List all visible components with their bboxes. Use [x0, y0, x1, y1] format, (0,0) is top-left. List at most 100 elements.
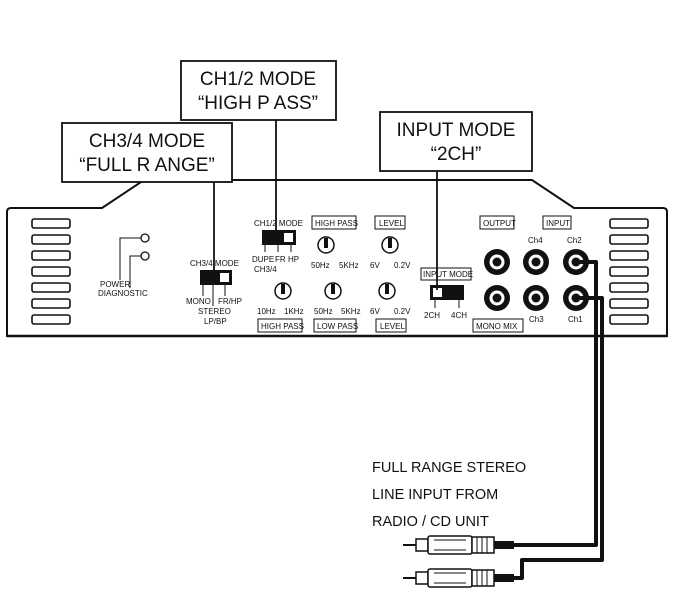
ch34-mono-label: MONO [186, 297, 211, 306]
plug-grip [471, 536, 495, 554]
source-description: FULL RANGE STEREO LINE INPUT FROM RADIO … [372, 460, 526, 530]
plug-collar [415, 571, 429, 585]
input-mode-2ch-label: 2CH [424, 311, 440, 320]
ch34-mode-slider[interactable] [220, 273, 229, 282]
input-mode-slider[interactable] [433, 288, 442, 297]
fin [31, 282, 71, 293]
level-top-label-box [374, 215, 406, 230]
plug-strain-relief [494, 541, 514, 549]
input-mode-title: INPUT MODE [423, 270, 473, 279]
power-led-icon [140, 233, 150, 243]
ch12-mode-switch-group: CH1/2 MODE DUPE FR HP CH3/4 [252, 219, 303, 274]
level-bottom-max: 0.2V [394, 307, 411, 316]
mono-mix-label: MONO MIX [476, 322, 518, 331]
jack-ch3-label: Ch3 [529, 315, 544, 324]
rca-plug-top [403, 535, 514, 555]
high-pass-bottom-knob[interactable] [274, 282, 292, 300]
fin [609, 282, 649, 293]
input-jack-ch3[interactable] [523, 285, 549, 311]
jack-ch4-label: Ch4 [528, 236, 543, 245]
plug-body [427, 535, 473, 555]
fin [31, 234, 71, 245]
left-heatsink-fins [31, 218, 71, 325]
fin [609, 314, 649, 325]
ch12-ch34-label: CH3/4 [254, 265, 277, 274]
high-pass-bottom-label: HIGH PASS [261, 322, 304, 331]
level-top-knob[interactable] [381, 236, 399, 254]
fin [31, 218, 71, 229]
input-label: INPUT [546, 219, 570, 228]
diagnostic-led-leader [129, 255, 141, 288]
source-line-2: LINE INPUT FROM [372, 487, 498, 503]
ch12-fr-label: FR [275, 255, 286, 264]
fin [31, 314, 71, 325]
fin [609, 250, 649, 261]
fin [609, 234, 649, 245]
callout-ch34-line1: CH3/4 MODE [89, 131, 205, 152]
power-led-leader [119, 237, 141, 280]
callout-ch12-line1: CH1/2 MODE [200, 69, 316, 90]
level-bottom-min: 6V [370, 307, 380, 316]
cable-ch1 [513, 296, 604, 580]
high-pass-top-max: 5KHz [339, 261, 359, 270]
ch12-dupe-label: DUPE [252, 255, 274, 264]
mono-mix-label-box [472, 318, 524, 333]
high-pass-bottom-min: 10Hz [257, 307, 276, 316]
input-mode-4ch-label: 4CH [451, 311, 467, 320]
fin [609, 298, 649, 309]
fin [31, 266, 71, 277]
source-line-3: RADIO / CD UNIT [372, 514, 489, 530]
callout-ch12-line2: “HIGH P ASS” [198, 93, 318, 114]
callout-ch34-mode: CH3/4 MODE “FULL R ANGE” [61, 122, 233, 272]
output-jack-bottom[interactable] [484, 285, 510, 311]
output-label: OUTPUT [483, 219, 516, 228]
input-jack-ch4[interactable] [523, 249, 549, 275]
plug-strain-relief [494, 574, 514, 582]
callout-input-line2: “2CH” [431, 144, 482, 165]
jack-ch1-label: Ch1 [568, 315, 583, 324]
callout-box [61, 122, 233, 183]
ch12-hp-label: HP [288, 255, 299, 264]
plug-collar [415, 538, 429, 552]
high-pass-top-min: 50Hz [311, 261, 330, 270]
level-bottom-label-box [375, 318, 407, 333]
ch34-lpbp-label: LP/BP [204, 317, 227, 326]
callout-box [180, 60, 337, 121]
ch34-frhp-label: FR/HP [218, 297, 242, 306]
low-pass-knob[interactable] [324, 282, 342, 300]
callout-input-mode: INPUT MODE “2CH” [379, 111, 533, 290]
high-pass-top-knob[interactable] [317, 236, 335, 254]
low-pass-label-box [313, 318, 357, 333]
amplifier-chassis [6, 179, 668, 338]
source-line-1: FULL RANGE STEREO [372, 460, 526, 476]
input-mode-title-box [420, 267, 472, 281]
high-pass-top-label: HIGH PASS [315, 219, 358, 228]
rca-jack-section: OUTPUT INPUT Ch4 Ch2 [472, 215, 589, 333]
level-top-min: 6V [370, 261, 380, 270]
high-pass-top-label-box [311, 215, 357, 230]
level-bottom-knob[interactable] [378, 282, 396, 300]
knob-section: HIGH PASS 50Hz 5KHz LEVEL 6V 0.2V 10Hz 1… [257, 215, 411, 333]
level-top-label: LEVEL [379, 219, 404, 228]
diagnostic-led-icon [140, 251, 150, 261]
output-jack-top[interactable] [484, 249, 510, 275]
input-label-box [542, 215, 572, 230]
callout-box [379, 111, 533, 172]
high-pass-bottom-max: 1KHz [284, 307, 304, 316]
ch12-mode-slider[interactable] [284, 233, 293, 242]
power-label: POWER [100, 280, 130, 289]
jack-ch2-label: Ch2 [567, 236, 582, 245]
diagnostic-label: DIAGNOSTIC [98, 289, 148, 298]
led-indicators: POWER DIAGNOSTIC [98, 233, 150, 298]
callout-ch34-line2: “FULL R ANGE” [79, 155, 215, 176]
high-pass-bottom-label-box [257, 318, 303, 333]
chassis-outline [6, 179, 668, 337]
ch12-mode-title: CH1/2 MODE [254, 219, 303, 228]
plug-grip [471, 569, 495, 587]
ch34-stereo-label: STEREO [198, 307, 231, 316]
level-top-max: 0.2V [394, 261, 411, 270]
low-pass-max: 5KHz [341, 307, 361, 316]
cable-ch2 [513, 260, 598, 547]
input-mode-switch-group: INPUT MODE 2CH 4CH [420, 267, 473, 320]
